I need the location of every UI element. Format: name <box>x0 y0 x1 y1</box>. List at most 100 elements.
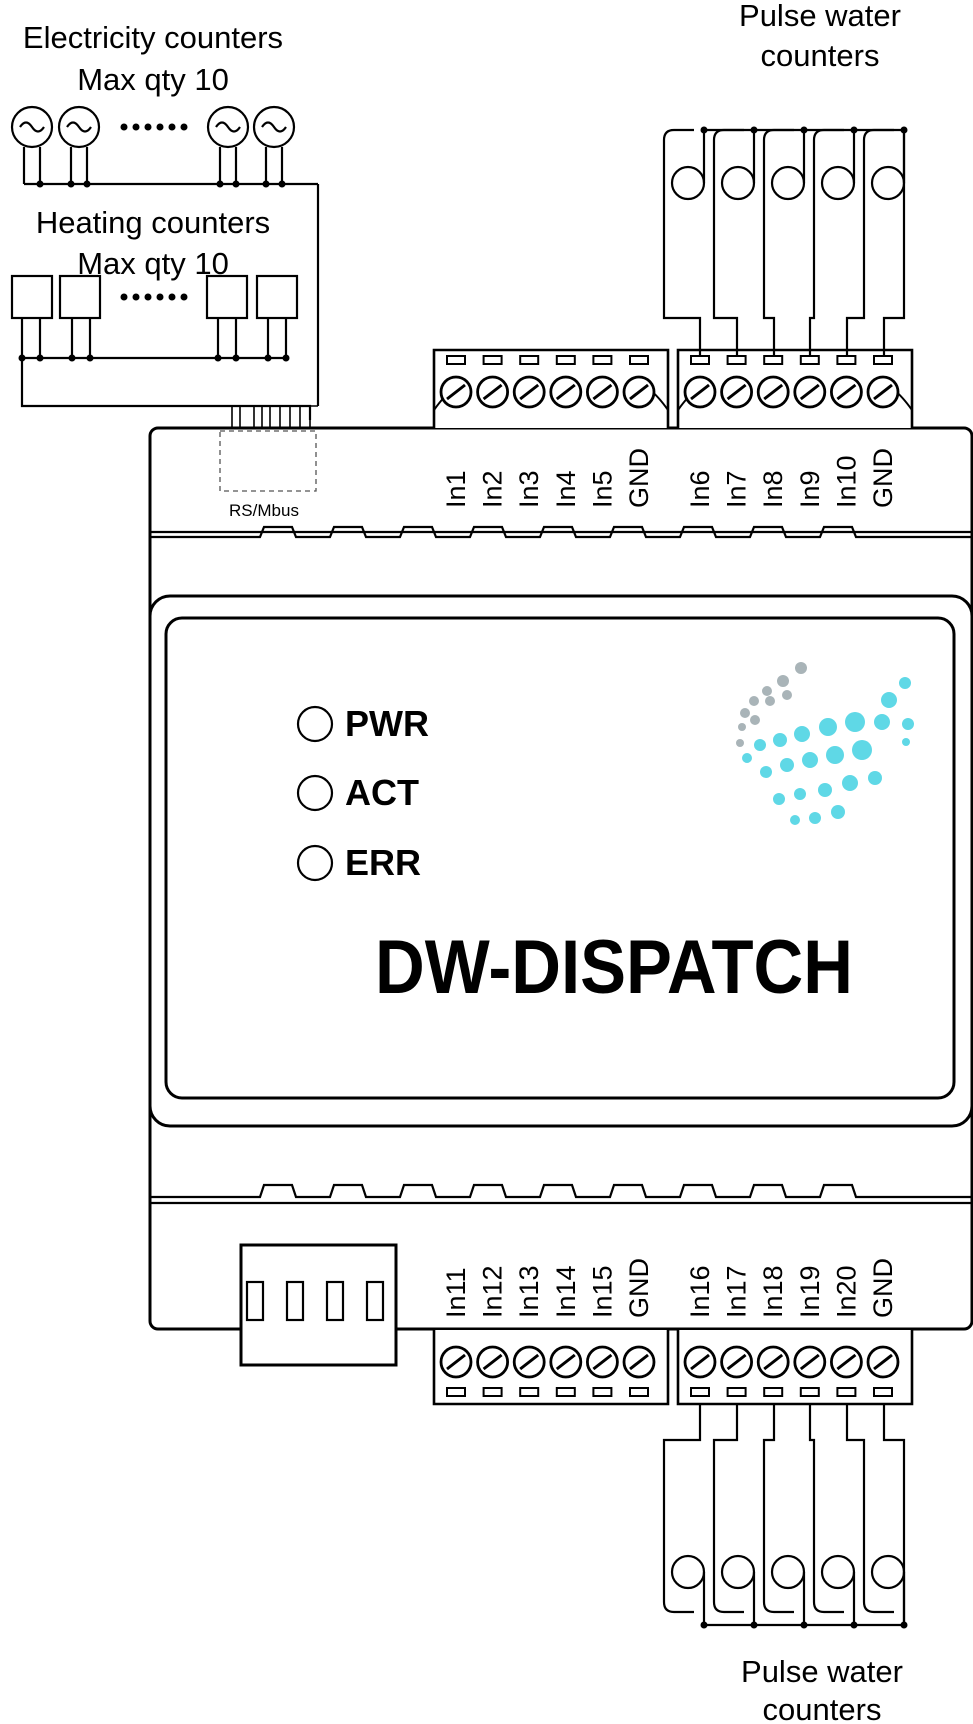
terminal-slot <box>446 1387 466 1397</box>
electricity-counters <box>10 105 320 406</box>
terminal-slot <box>836 1387 857 1397</box>
terminal-label: In19 <box>795 1265 825 1318</box>
led-indicators: PWR ACT ERR <box>296 703 429 883</box>
pulse-counter-icon <box>712 128 756 356</box>
terminal-screw-icon <box>476 375 510 409</box>
terminal-label: In14 <box>551 1265 581 1318</box>
terminal-screw-icon <box>720 375 753 409</box>
heating-counters-title: Heating counters <box>36 205 270 240</box>
pulse-counter-icon <box>762 128 806 356</box>
terminal-screw-icon <box>622 375 656 409</box>
pulse-counter-icon <box>845 1404 906 1625</box>
brand-logo-icon <box>736 662 914 825</box>
terminal-label: In9 <box>795 470 825 508</box>
pulse-top-label-line1: Pulse water <box>739 0 901 33</box>
terminal-label: In15 <box>587 1265 617 1318</box>
terminal-screw-icon <box>793 1345 827 1379</box>
terminal-slot <box>592 1387 613 1397</box>
pulse-counter-icon <box>712 1404 756 1625</box>
terminal-screw-icon <box>756 1345 790 1379</box>
terminal-screw-icon <box>830 1345 863 1379</box>
terminal-screw-icon <box>586 1345 619 1379</box>
terminal-label: In17 <box>722 1265 752 1318</box>
led-act-label: ACT <box>345 772 419 813</box>
terminal-slot <box>873 1387 893 1397</box>
led-err-label: ERR <box>345 842 421 883</box>
terminal-slot <box>555 1387 576 1397</box>
rs-mbus-label: RS/Mbus <box>229 501 299 520</box>
terminal-label: In16 <box>685 1265 715 1318</box>
terminal-block-top-left <box>432 348 670 428</box>
terminal-label: In4 <box>551 470 581 508</box>
terminal-slot <box>446 355 466 365</box>
bus-wires <box>231 405 318 430</box>
terminal-label: In10 <box>831 455 861 508</box>
led-err-icon <box>296 844 334 882</box>
pulse-bottom-label-line1: Pulse water <box>741 1654 903 1689</box>
dip-switch-block <box>239 1243 398 1367</box>
terminal-label: In11 <box>441 1267 471 1318</box>
terminal-screw-icon <box>549 375 583 409</box>
heating-counters <box>10 274 312 420</box>
terminal-screw-icon <box>622 1345 656 1379</box>
terminal-slot <box>726 1387 747 1397</box>
terminal-screw-icon <box>756 375 790 409</box>
terminal-block-top-right <box>676 348 914 428</box>
terminal-label: In8 <box>758 470 788 508</box>
terminal-screw-icon <box>683 375 717 409</box>
terminal-screw-icon <box>866 1345 900 1379</box>
pulse-counter-icon <box>762 1404 806 1625</box>
terminal-screw-icon <box>793 375 827 409</box>
terminal-label: In2 <box>478 470 508 508</box>
terminal-screw-icon <box>439 1345 473 1379</box>
terminal-label: In18 <box>758 1265 788 1318</box>
pulse-common-wire <box>704 128 906 356</box>
pulse-counter-icon <box>662 128 706 356</box>
terminal-label: In12 <box>478 1265 508 1318</box>
terminal-label: In1 <box>441 470 471 508</box>
terminal-screw-icon <box>586 375 619 409</box>
terminal-screw-icon <box>512 375 546 409</box>
terminal-slot <box>763 1387 784 1397</box>
terminal-slot <box>555 355 576 365</box>
terminal-screw-icon <box>549 1345 583 1379</box>
pulse-counter-icon <box>662 1404 706 1625</box>
terminal-label: In5 <box>587 470 617 508</box>
terminal-block-bottom-left <box>432 1330 670 1406</box>
pulse-water-counters-bottom <box>662 1404 908 1629</box>
terminal-slot <box>690 1387 710 1397</box>
terminal-label: GND <box>624 448 654 508</box>
terminal-screw-icon <box>866 375 900 409</box>
electricity-counters-qty: Max qty 10 <box>77 62 229 97</box>
terminal-block-bottom-right <box>676 1330 914 1406</box>
pulse-bottom-label-line2: counters <box>763 1692 882 1724</box>
heating-counters-qty: Max qty 10 <box>77 246 229 281</box>
pulse-counter-icon <box>808 1404 856 1625</box>
terminal-slot <box>519 1387 540 1397</box>
terminal-slot <box>629 355 649 365</box>
terminal-screw-icon <box>439 375 473 409</box>
terminal-label: In13 <box>514 1265 544 1318</box>
rs-mbus-port <box>219 430 317 492</box>
terminal-screw-icon <box>830 375 863 409</box>
electricity-counters-title: Electricity counters <box>23 20 283 55</box>
terminal-label: In20 <box>831 1265 861 1318</box>
terminal-slot <box>629 1387 649 1397</box>
pulse-counter-icon <box>808 128 856 356</box>
terminal-screw-icon <box>476 1345 510 1379</box>
terminal-label: GND <box>624 1258 654 1318</box>
terminal-screw-icon <box>512 1345 546 1379</box>
pulse-common-wire <box>704 1404 906 1627</box>
led-pwr-icon <box>296 705 334 743</box>
led-pwr-label: PWR <box>345 703 429 744</box>
terminal-slot <box>482 1387 503 1397</box>
terminal-label: In7 <box>722 470 752 508</box>
terminal-slot <box>519 355 540 365</box>
terminal-slot <box>592 355 613 365</box>
terminal-screw-icon <box>720 1345 753 1379</box>
pulse-counter-icon <box>845 128 906 356</box>
terminal-label: GND <box>868 1258 898 1318</box>
terminal-label: In6 <box>685 470 715 508</box>
